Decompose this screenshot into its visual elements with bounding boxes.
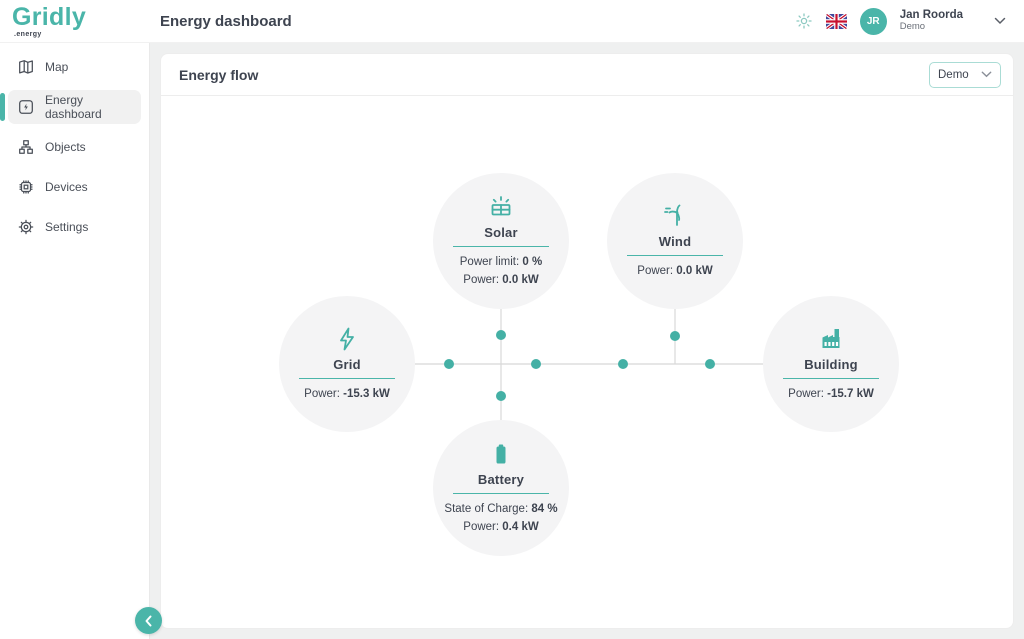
node-title: Wind <box>658 233 692 249</box>
node-stat: Power: 0.4 kW <box>463 520 539 533</box>
node-stat: State of Charge: 84 % <box>444 502 558 515</box>
uk-flag-icon[interactable] <box>825 13 847 29</box>
sun-icon[interactable] <box>795 12 813 30</box>
sidebar-collapse-button[interactable] <box>135 607 162 634</box>
sidebar-item-label: Devices <box>45 180 88 194</box>
node-stat: Power: 0.0 kW <box>463 273 539 286</box>
user-name: Jan Roorda <box>899 8 963 21</box>
node-divider <box>453 492 549 494</box>
energy-flow-diagram: Solar Power limit: 0 % Power: 0.0 kW <box>161 96 1013 628</box>
node-wind: Wind Power: 0.0 kW <box>607 173 743 309</box>
avatar[interactable]: JR <box>859 7 887 35</box>
devices-icon <box>17 178 35 196</box>
page-title: Energy dashboard <box>160 12 292 30</box>
user-role: Demo <box>899 21 926 33</box>
main-content: Energy flow Demo <box>150 43 1024 639</box>
node-stat: Power: -15.3 kW <box>304 387 390 400</box>
wind-turbine-icon <box>661 202 689 230</box>
sidebar-item-map[interactable]: Map <box>8 50 141 84</box>
logo-text: Gridly <box>12 2 87 31</box>
chevron-down-icon <box>981 71 992 78</box>
node-title: Grid <box>333 356 361 372</box>
sidebar-item-label: Map <box>45 60 69 74</box>
chevron-left-icon <box>144 615 153 627</box>
node-grid: Grid Power: -15.3 kW <box>279 296 415 432</box>
energy-flow-card: Energy flow Demo <box>160 53 1014 629</box>
scenario-select-value: Demo <box>938 68 969 81</box>
topbar: Gridly .energy Energy dashboard <box>0 0 1024 43</box>
node-building: Building Power: -15.7 kW <box>763 296 899 432</box>
sidebar-item-label: Settings <box>45 220 89 234</box>
flow-dots <box>444 330 715 401</box>
scenario-select[interactable]: Demo <box>929 61 1001 88</box>
node-solar: Solar Power limit: 0 % Power: 0.0 kW <box>433 173 569 309</box>
sidebar-item-settings[interactable]: Settings <box>8 210 141 244</box>
sidebar: Map Energy dashboard Objects <box>0 43 150 639</box>
battery-icon <box>487 440 515 468</box>
lightning-bolt-icon <box>333 325 361 353</box>
node-stat: Power: -15.7 kW <box>788 387 874 400</box>
node-divider <box>453 245 549 247</box>
dashboard-icon <box>17 98 35 116</box>
sidebar-item-label: Energy dashboard <box>45 93 102 121</box>
topbar-actions: JR Jan Roorda Demo <box>795 7 1024 35</box>
node-stat: Power: 0.0 kW <box>637 264 713 277</box>
card-header: Energy flow Demo <box>161 54 1013 96</box>
settings-icon <box>17 218 35 236</box>
sidebar-item-energy-dashboard[interactable]: Energy dashboard <box>0 90 141 124</box>
node-divider <box>299 377 395 379</box>
logo-subtext: .energy <box>14 30 42 38</box>
node-divider <box>783 377 879 379</box>
factory-icon <box>817 325 845 353</box>
sidebar-item-devices[interactable]: Devices <box>8 170 141 204</box>
user-info: Jan Roorda Demo <box>900 9 963 33</box>
map-icon <box>17 58 35 76</box>
sidebar-item-label: Objects <box>45 140 86 154</box>
node-divider <box>627 254 723 256</box>
objects-icon <box>17 138 35 156</box>
solar-panel-icon <box>487 193 515 221</box>
node-stat: Power limit: 0 % <box>459 255 543 268</box>
logo: Gridly .energy <box>0 2 150 38</box>
node-battery: Battery State of Charge: 84 % Power: 0.4… <box>433 420 569 556</box>
card-title: Energy flow <box>179 66 259 83</box>
sidebar-item-objects[interactable]: Objects <box>8 130 141 164</box>
node-title: Building <box>804 356 858 372</box>
node-title: Solar <box>484 224 518 240</box>
chevron-down-icon[interactable] <box>994 17 1006 25</box>
node-title: Battery <box>477 471 525 487</box>
